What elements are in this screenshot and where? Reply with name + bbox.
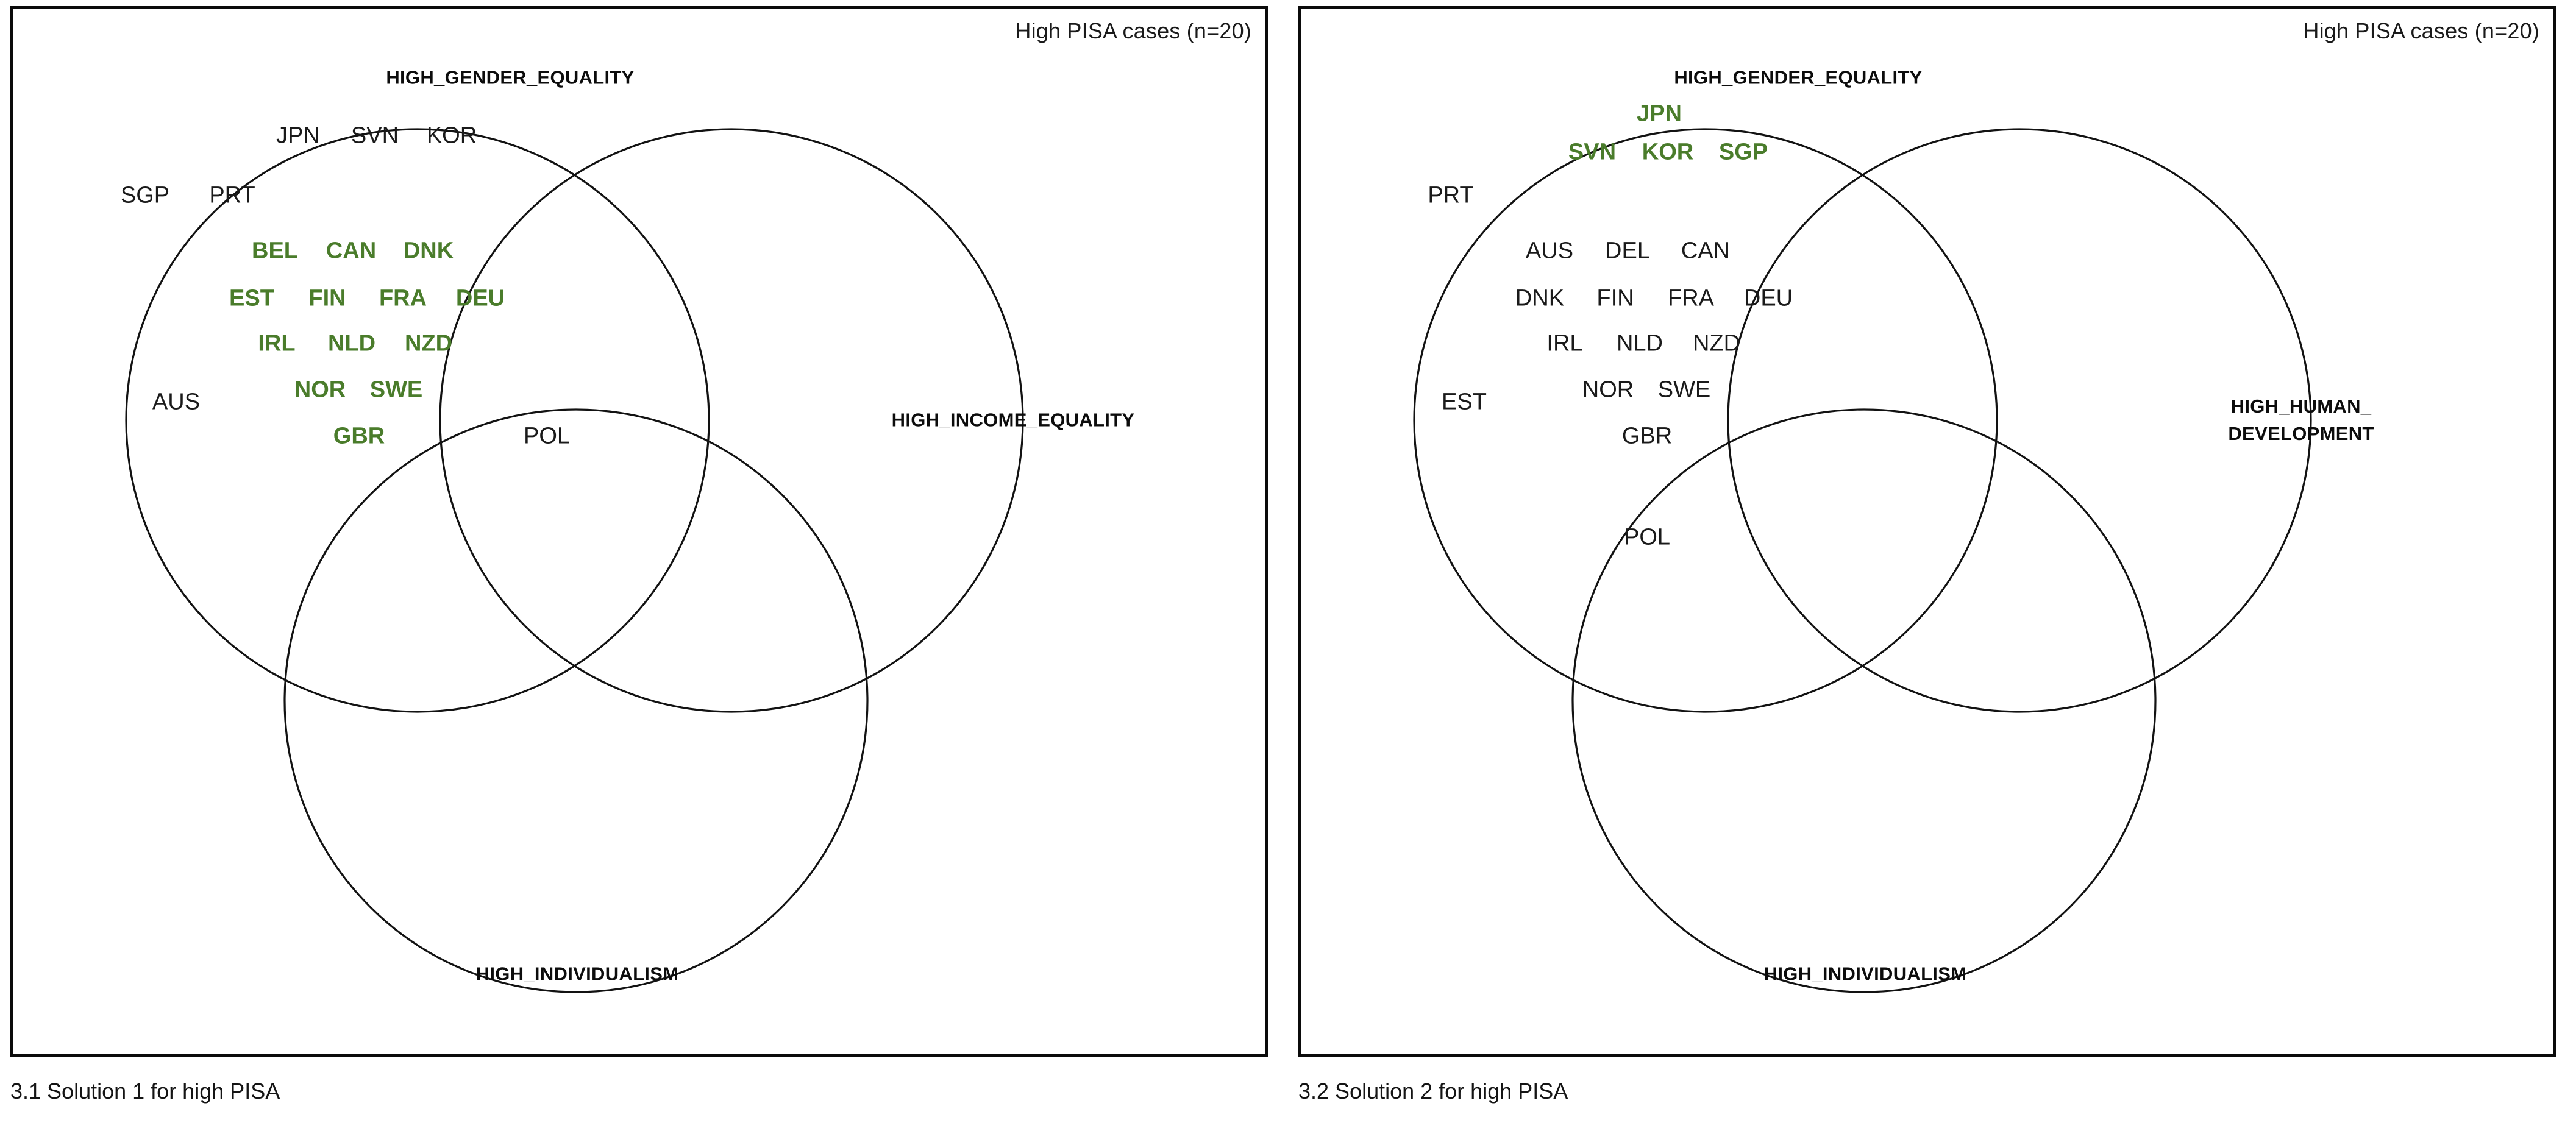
individualism-circle <box>283 408 869 993</box>
case-label: CAN <box>1681 238 1731 264</box>
set-label-line: HIGH_INDIVIDUALISM <box>475 963 679 985</box>
set-label-high-income-equality: HIGH_INCOME_EQUALITY <box>892 407 1135 434</box>
case-label: NLD <box>327 330 376 356</box>
case-label: DEU <box>1743 285 1793 311</box>
case-label: SVN <box>350 122 399 149</box>
case-label: GBR <box>1621 423 1673 449</box>
venn-diagram-solution-2 <box>1413 128 2312 993</box>
case-label: IRL <box>1546 330 1583 356</box>
case-label: IRL <box>258 330 296 356</box>
case-label: FRA <box>1668 285 1714 311</box>
set-label-high-human-development: HIGH_HUMAN_ DEVELOPMENT <box>2228 393 2374 448</box>
set-label-line: HIGH_INCOME_EQUALITY <box>891 409 1135 431</box>
panel-solution-2: High PISA cases (n=20) HIGH_GENDER_EQUAL… <box>1288 0 2576 1131</box>
case-label: JPN <box>276 122 320 149</box>
case-label: KOR <box>1642 139 1694 165</box>
case-label: PRT <box>1428 182 1474 208</box>
case-label: FIN <box>1596 285 1634 311</box>
case-label: SVN <box>1568 139 1617 165</box>
case-label: POL <box>523 423 571 449</box>
panel-corner-title: High PISA cases (n=20) <box>1015 18 1251 43</box>
case-label: EST <box>229 285 274 311</box>
case-label: CAN <box>326 238 377 264</box>
case-label: SWE <box>1657 377 1711 403</box>
individualism-circle <box>1571 408 2157 993</box>
income-equality-circle <box>439 128 1024 713</box>
case-label: DNK <box>1515 285 1565 311</box>
case-label: POL <box>1623 524 1671 550</box>
case-label: AUS <box>1525 238 1574 264</box>
case-label: SGP <box>120 182 170 208</box>
set-label-high-individualism: HIGH_INDIVIDUALISM <box>1764 961 1967 988</box>
case-label: EST <box>1442 389 1487 415</box>
set-label-high-individualism: HIGH_INDIVIDUALISM <box>476 961 679 988</box>
case-label: NOR <box>1582 377 1634 403</box>
set-label-line: HIGH_GENDER_EQUALITY <box>386 66 635 88</box>
case-label: NOR <box>294 377 346 403</box>
case-label: JPN <box>1637 101 1682 127</box>
set-label-line: HIGH_GENDER_EQUALITY <box>1674 66 1923 88</box>
case-label: AUS <box>152 389 201 415</box>
set-label-high-gender-equality: HIGH_GENDER_EQUALITY <box>1674 65 1922 92</box>
panel-corner-title: High PISA cases (n=20) <box>2303 18 2539 43</box>
gender-equality-circle <box>125 128 710 713</box>
panel-frame <box>10 6 1268 1057</box>
venn-diagram-solution-1 <box>125 128 1024 993</box>
case-label: GBR <box>333 423 385 449</box>
case-label: NZD <box>404 330 453 356</box>
panel-frame <box>1298 6 2556 1057</box>
panel-caption: 3.1 Solution 1 for high PISA <box>10 1079 280 1104</box>
case-label: BEL <box>252 238 298 264</box>
case-label: KOR <box>426 122 477 149</box>
set-label-high-gender-equality: HIGH_GENDER_EQUALITY <box>386 65 634 92</box>
set-label-line: HIGH_INDIVIDUALISM <box>1763 963 1967 985</box>
panel-caption: 3.2 Solution 2 for high PISA <box>1298 1079 1568 1104</box>
case-label: NZD <box>1692 330 1741 356</box>
panel-solution-1: High PISA cases (n=20) HIGH_GENDER_EQUAL… <box>10 6 1268 1104</box>
case-label: NLD <box>1616 330 1663 356</box>
set-label-line: DEVELOPMENT <box>2228 423 2374 444</box>
case-label: PRT <box>209 182 255 208</box>
case-label: SGP <box>1718 139 1768 165</box>
set-label-line: HIGH_HUMAN_ <box>2230 395 2372 417</box>
case-label: FRA <box>379 285 427 311</box>
gender-equality-circle <box>1413 128 1998 713</box>
case-label: SWE <box>369 377 423 403</box>
case-label: DEU <box>455 285 505 311</box>
case-label: DEL <box>1605 238 1650 264</box>
case-label: FIN <box>308 285 346 311</box>
case-label: DNK <box>403 238 454 264</box>
human-development-circle <box>1727 128 2312 713</box>
